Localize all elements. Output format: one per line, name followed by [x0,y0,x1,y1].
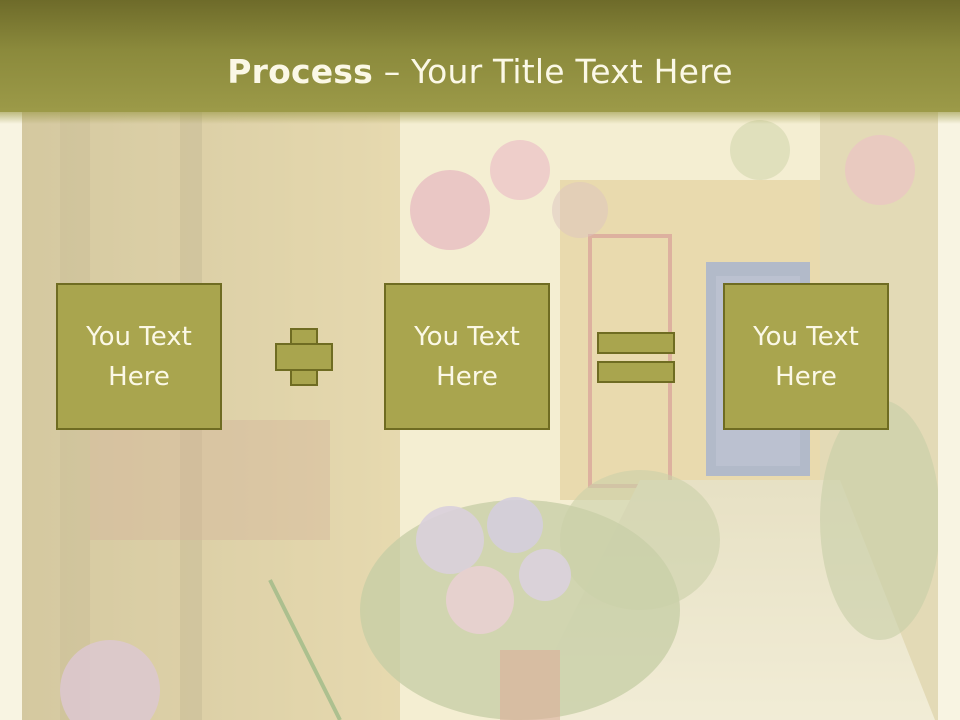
box-1-line-1: You Text [86,321,192,352]
title-dash: – [373,52,412,91]
slide-title[interactable]: Process – Your Title Text Here [0,52,960,91]
title-rest: Your Title Text Here [411,52,733,91]
box-3-line-2: Here [775,361,837,392]
process-box-3[interactable]: You Text Here [723,283,889,430]
box-text: You Text Here [736,317,876,397]
box-2-line-2: Here [436,361,498,392]
title-bold: Process [227,52,373,91]
equals-bottom-bar [597,361,675,383]
box-text: You Text Here [397,317,537,397]
process-box-2[interactable]: You Text Here [384,283,550,430]
process-box-1[interactable]: You Text Here [56,283,222,430]
box-2-line-1: You Text [414,321,520,352]
box-text: You Text Here [69,317,209,397]
title-bar [0,0,960,112]
equals-top-bar [597,332,675,354]
box-1-line-2: Here [108,361,170,392]
box-3-line-1: You Text [753,321,859,352]
plus-center [292,345,316,369]
title-bar-fade [0,108,960,124]
